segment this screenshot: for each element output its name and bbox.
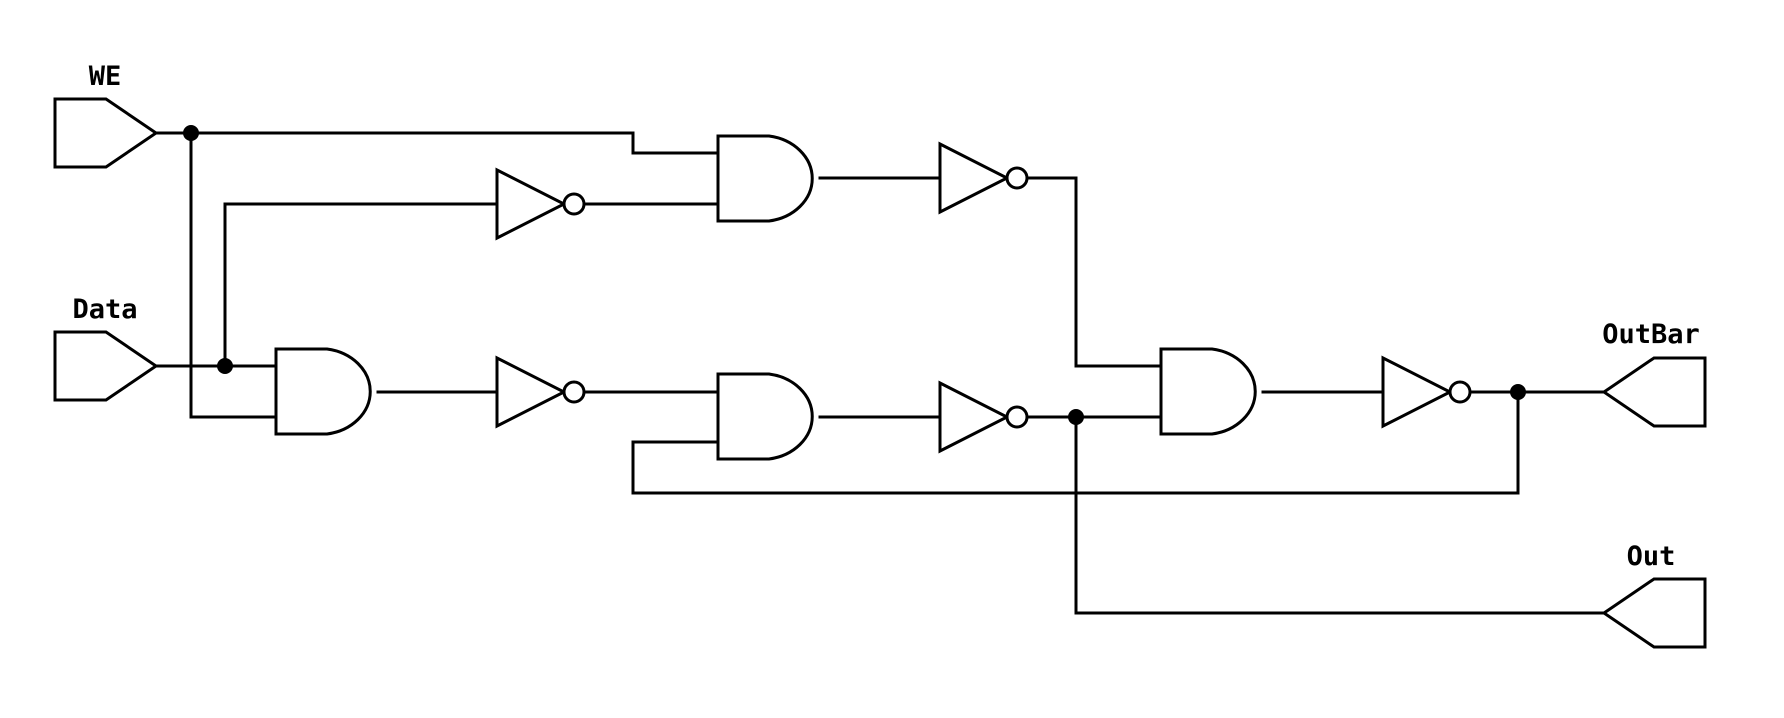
not-gate-output bbox=[1381, 355, 1472, 429]
wire-not2-to-and4 bbox=[1025, 176, 1163, 368]
out-output-port bbox=[1601, 577, 1707, 649]
wire-we-to-and1 bbox=[189, 131, 278, 419]
wire-we-to-and-top bbox=[154, 131, 720, 155]
wire-outbar-feedback bbox=[631, 390, 1520, 495]
not-gate-top bbox=[938, 141, 1029, 215]
wires bbox=[154, 131, 1606, 615]
data-input-port bbox=[53, 330, 159, 402]
we-input-port bbox=[53, 97, 159, 169]
outbar-output-port bbox=[1601, 356, 1707, 428]
not-gate-middle bbox=[495, 355, 586, 429]
not-gate-lower bbox=[938, 380, 1029, 454]
wire-data-to-not-top bbox=[223, 202, 499, 368]
we-label: WE bbox=[89, 61, 122, 92]
and-gate-output bbox=[1159, 347, 1257, 436]
not-gate-data bbox=[495, 167, 586, 241]
outbar-label: OutBar bbox=[1602, 319, 1700, 350]
and-gate-data-we bbox=[274, 347, 372, 436]
out-label: Out bbox=[1627, 541, 1676, 572]
data-label: Data bbox=[72, 294, 137, 325]
and-gate-feedback bbox=[716, 372, 814, 461]
wire-to-out bbox=[1074, 415, 1606, 615]
and-gate-top bbox=[716, 134, 814, 223]
junction-data bbox=[217, 358, 233, 374]
junction-out bbox=[1068, 409, 1084, 425]
junction-we bbox=[183, 125, 199, 141]
junction-outbar bbox=[1510, 384, 1526, 400]
